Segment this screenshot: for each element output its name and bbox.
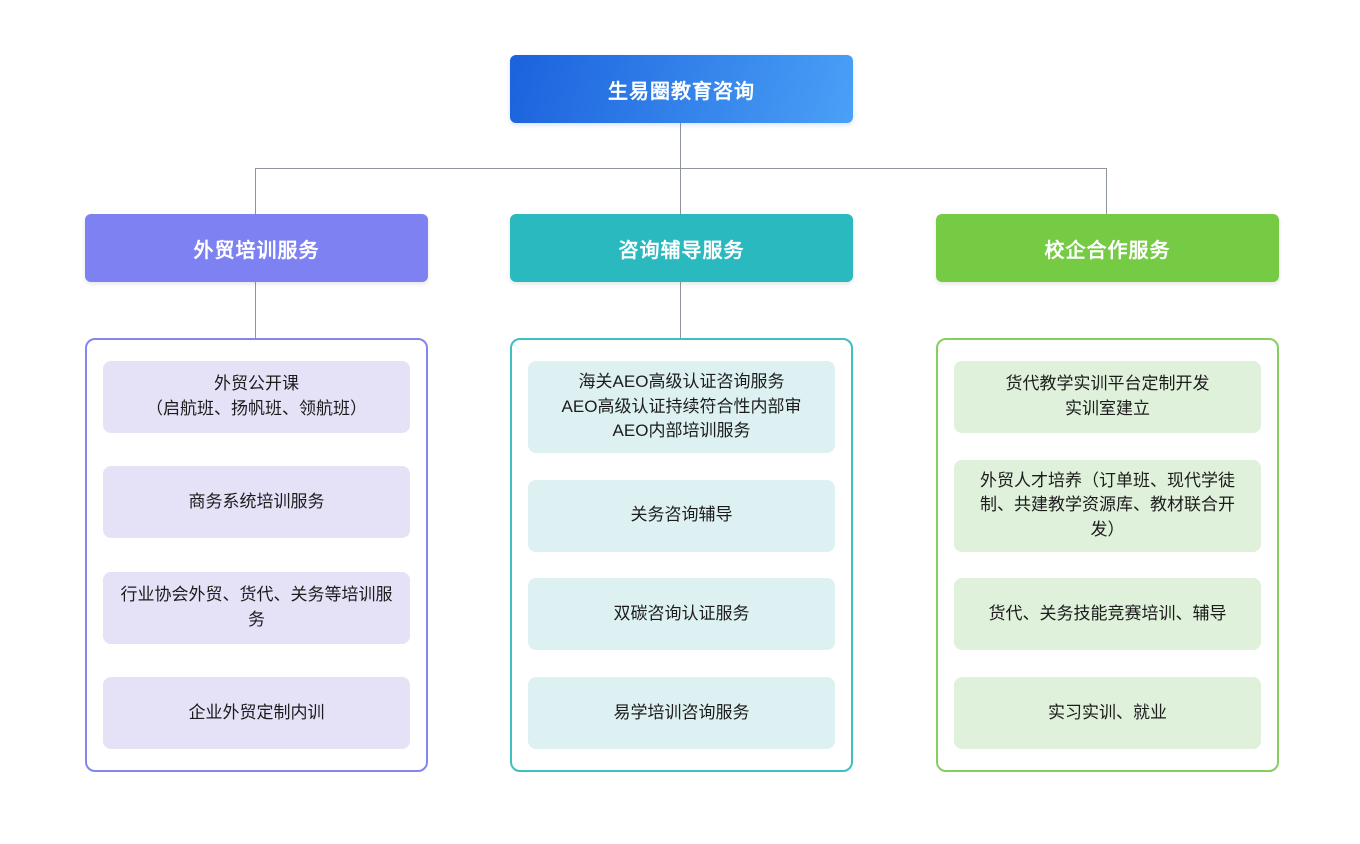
root-node: 生易圈教育咨询 [510, 55, 853, 123]
connector-line-horizontal [255, 168, 1107, 169]
branch-column-school-enterprise: 校企合作服务 货代教学实训平台定制开发 实训室建立 外贸人才培养（订单班、现代学… [936, 214, 1279, 772]
branch-items-container: 外贸公开课 （启航班、扬帆班、领航班） 商务系统培训服务 行业协会外贸、货代、关… [85, 338, 428, 772]
service-item: 关务咨询辅导 [528, 479, 835, 552]
service-item: 货代、关务技能竞赛培训、辅导 [954, 578, 1261, 651]
branch-header: 校企合作服务 [936, 214, 1279, 282]
branch-items-container: 海关AEO高级认证咨询服务 AEO高级认证持续符合性内部审 AEO内部培训服务 … [510, 338, 853, 772]
branch-header: 外贸培训服务 [85, 214, 428, 282]
connector-line-subdrop-center [680, 282, 681, 339]
branch-items-container: 货代教学实训平台定制开发 实训室建立 外贸人才培养（订单班、现代学徒制、共建教学… [936, 338, 1279, 772]
service-item: 双碳咨询认证服务 [528, 578, 835, 651]
service-item: 海关AEO高级认证咨询服务 AEO高级认证持续符合性内部审 AEO内部培训服务 [528, 361, 835, 453]
connector-line-root-down [680, 123, 681, 169]
service-item: 易学培训咨询服务 [528, 676, 835, 749]
service-item: 企业外贸定制内训 [103, 676, 410, 749]
branch-column-consulting-coaching: 咨询辅导服务 海关AEO高级认证咨询服务 AEO高级认证持续符合性内部审 AEO… [510, 214, 853, 772]
service-item: 外贸公开课 （启航班、扬帆班、领航班） [103, 361, 410, 433]
service-item: 商务系统培训服务 [103, 466, 410, 539]
connector-line-drop-left [255, 168, 256, 215]
service-item: 实习实训、就业 [954, 676, 1261, 749]
service-item: 行业协会外贸、货代、关务等培训服务 [103, 571, 410, 644]
connector-line-drop-center [680, 168, 681, 215]
connector-line-subdrop-left [255, 282, 256, 339]
service-item: 货代教学实训平台定制开发 实训室建立 [954, 361, 1261, 433]
branch-header: 咨询辅导服务 [510, 214, 853, 282]
branch-column-foreign-trade-training: 外贸培训服务 外贸公开课 （启航班、扬帆班、领航班） 商务系统培训服务 行业协会… [85, 214, 428, 772]
service-item: 外贸人才培养（订单班、现代学徒制、共建教学资源库、教材联合开发） [954, 459, 1261, 552]
connector-line-drop-right [1106, 168, 1107, 215]
